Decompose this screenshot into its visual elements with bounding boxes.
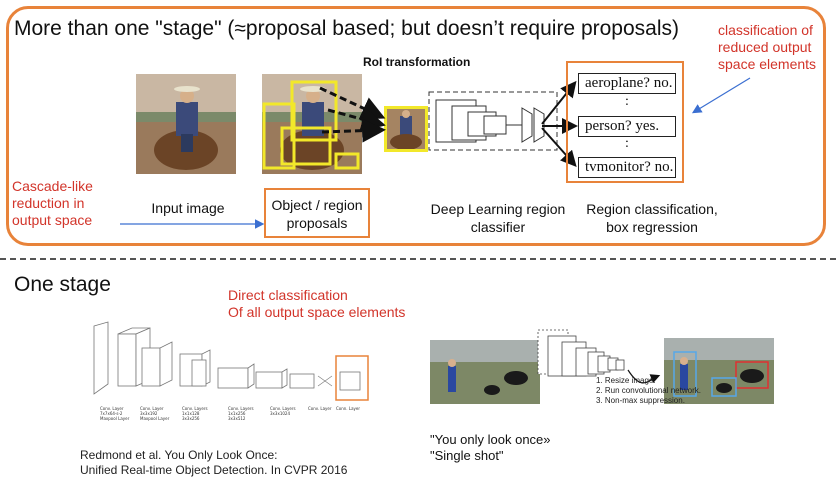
section-separator bbox=[0, 258, 836, 260]
svg-text:Conv. Layer: Conv. Layer bbox=[308, 406, 332, 411]
region-classification-box bbox=[566, 61, 684, 183]
svg-text:Conv. Layers: Conv. Layers bbox=[182, 406, 208, 411]
dl-classifier-label: Deep Learning region classifier bbox=[430, 201, 566, 235]
yolo-citation: Redmond et al. You Only Look Once: Unifi… bbox=[80, 448, 348, 477]
note-reduced-output: classification of reduced output space e… bbox=[718, 22, 817, 72]
svg-text:Maxpool Layer: Maxpool Layer bbox=[140, 416, 170, 421]
class-tvmonitor: tvmonitor? no. bbox=[578, 157, 676, 178]
note-direct-classification: Direct classification Of all output spac… bbox=[228, 287, 406, 320]
svg-text:Conv. Layer: Conv. Layer bbox=[140, 406, 164, 411]
svg-text:3x3x1024: 3x3x1024 bbox=[270, 411, 290, 416]
note-cascade: Cascade-like reduction in output space bbox=[12, 178, 93, 228]
svg-text:3x3x512: 3x3x512 bbox=[228, 416, 246, 421]
class-person: person? yes. bbox=[578, 116, 676, 137]
region-classification-label: Region classification, box regression bbox=[586, 201, 718, 235]
two-stage-frame bbox=[6, 6, 826, 246]
svg-text:Conn. Layer: Conn. Layer bbox=[336, 406, 360, 411]
class-aeroplane: aeroplane? no. bbox=[578, 73, 676, 94]
svg-text:1x1x256: 1x1x256 bbox=[228, 411, 246, 416]
svg-text:Conv. Layer: Conv. Layer bbox=[100, 406, 124, 411]
roi-label: RoI transformation bbox=[363, 55, 471, 69]
one-stage-title: One stage bbox=[14, 273, 111, 296]
two-stage-title: More than one "stage" (≈proposal based; … bbox=[14, 17, 679, 40]
yolo-steps: 1. Resize image. 2. Run convolutional ne… bbox=[596, 376, 701, 405]
classifier-to-classes-arrows bbox=[541, 80, 578, 167]
svg-text:1x1x128: 1x1x128 bbox=[182, 411, 200, 416]
input-image-photo bbox=[136, 74, 236, 174]
yolo-pipeline-figure bbox=[430, 329, 774, 404]
proposals-label-box: Object / region proposals bbox=[264, 188, 370, 238]
input-image-label: Input image bbox=[151, 200, 225, 216]
proposal-to-roi-arrows bbox=[319, 86, 386, 143]
proposals-photo bbox=[262, 74, 362, 174]
svg-text:3x3x192: 3x3x192 bbox=[140, 411, 158, 416]
roi-crop-photo bbox=[384, 106, 428, 152]
annotation-arrows bbox=[120, 77, 751, 229]
svg-text:7x7x64-s-2: 7x7x64-s-2 bbox=[100, 411, 123, 416]
class-ellipsis-2: : bbox=[625, 136, 629, 151]
svg-text:Maxpool Layer: Maxpool Layer bbox=[100, 416, 130, 421]
svg-text:3x3x256: 3x3x256 bbox=[182, 416, 200, 421]
yolo-quotes: "You only look once» "Single shot" bbox=[430, 432, 551, 463]
svg-text:Conv. Layers: Conv. Layers bbox=[228, 406, 254, 411]
svg-text:Conv. Layers: Conv. Layers bbox=[270, 406, 296, 411]
region-classifier-network bbox=[428, 91, 558, 151]
class-ellipsis-1: : bbox=[625, 94, 629, 109]
